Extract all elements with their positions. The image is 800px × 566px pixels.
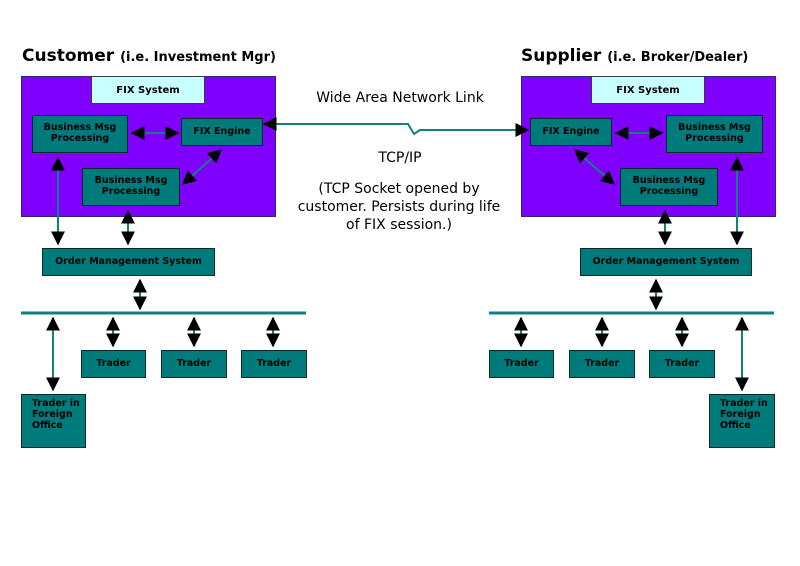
customer-foreign-office-trader: Trader in Foreign Office: [21, 394, 86, 448]
socket-note: (TCP Socket opened by customer. Persists…: [297, 181, 501, 233]
supplier-fix-engine: FIX Engine: [530, 118, 612, 146]
customer-trader-1: Trader: [81, 350, 146, 378]
wan-link-label: Wide Area Network Link: [316, 90, 484, 106]
supplier-trader-2: Trader: [569, 350, 635, 378]
customer-fix-engine: FIX Engine: [181, 118, 263, 146]
customer-fix-system-label: FIX System: [91, 76, 205, 104]
supplier-subtitle: (i.e. Broker/Dealer): [607, 50, 749, 65]
customer-oms: Order Management System: [42, 248, 215, 276]
customer-title-text: Customer: [22, 46, 115, 66]
customer-subtitle: (i.e. Investment Mgr): [120, 50, 276, 65]
supplier-business-msg-2: Business Msg Processing: [620, 168, 718, 206]
protocol-label: TCP/IP: [378, 150, 422, 166]
customer-title: Customer (i.e. Investment Mgr): [22, 46, 276, 66]
supplier-engine-bmp2-link: [573, 149, 616, 185]
customer-business-msg-2: Business Msg Processing: [82, 168, 180, 206]
customer-trader-2: Trader: [161, 350, 227, 378]
supplier-title-text: Supplier: [521, 46, 602, 66]
supplier-trader-3: Trader: [649, 350, 715, 378]
supplier-title: Supplier (i.e. Broker/Dealer): [521, 46, 748, 66]
supplier-fix-system-label: FIX System: [591, 76, 705, 104]
supplier-trader-1: Trader: [489, 350, 554, 378]
supplier-oms: Order Management System: [580, 248, 752, 276]
wan-link-line: [262, 117, 530, 137]
supplier-business-msg-1: Business Msg Processing: [666, 115, 763, 153]
customer-trader-3: Trader: [241, 350, 307, 378]
customer-engine-bmp2-link: [181, 149, 223, 185]
supplier-foreign-office-trader: Trader in Foreign Office: [709, 394, 775, 448]
customer-business-msg-1: Business Msg Processing: [32, 115, 128, 153]
